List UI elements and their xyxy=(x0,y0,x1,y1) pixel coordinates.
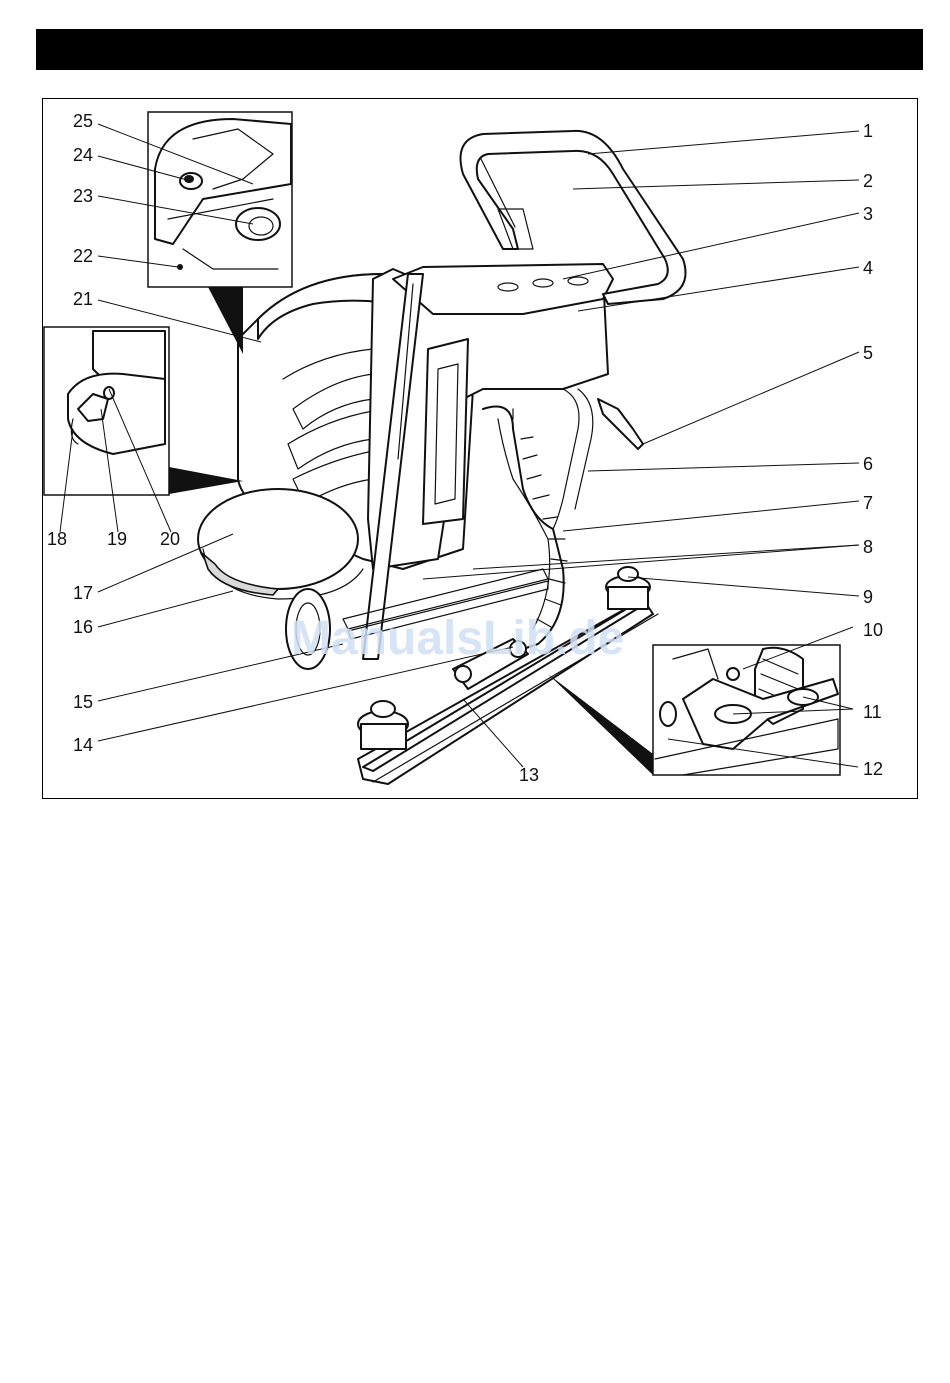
callout-6: 6 xyxy=(863,454,873,474)
callout-7: 7 xyxy=(863,493,873,513)
callout-4: 4 xyxy=(863,258,873,278)
callout-16: 16 xyxy=(73,617,93,637)
inset-detail-left xyxy=(44,327,169,495)
callout-11: 11 xyxy=(863,702,882,722)
callout-12: 12 xyxy=(863,759,883,779)
callout-19: 19 xyxy=(107,529,127,549)
machine-illustration: ManualsLib.de 1 2 3 4 5 6 7 8 9 10 11 12… xyxy=(43,99,918,799)
header-bar xyxy=(36,29,923,70)
callout-14: 14 xyxy=(73,735,93,755)
callout-25: 25 xyxy=(73,111,93,131)
callout-3: 3 xyxy=(863,204,873,224)
callout-20: 20 xyxy=(160,529,180,549)
callout-10: 10 xyxy=(863,620,883,640)
callout-13: 13 xyxy=(519,765,539,785)
inset-detail-top xyxy=(148,112,292,287)
callout-23: 23 xyxy=(73,186,93,206)
figure-frame: ManualsLib.de 1 2 3 4 5 6 7 8 9 10 11 12… xyxy=(42,98,918,799)
watermark: ManualsLib.de xyxy=(291,612,624,665)
callout-18: 18 xyxy=(47,529,67,549)
callout-1: 1 xyxy=(863,121,873,141)
callout-24: 24 xyxy=(73,145,93,165)
callout-22: 22 xyxy=(73,246,93,266)
callout-8: 8 xyxy=(863,537,873,557)
callout-17: 17 xyxy=(73,583,93,603)
inset-detail-bottom-right xyxy=(653,645,840,775)
callout-15: 15 xyxy=(73,692,93,712)
callout-9: 9 xyxy=(863,587,873,607)
callout-2: 2 xyxy=(863,171,873,191)
callout-21: 21 xyxy=(73,289,93,309)
callout-5: 5 xyxy=(863,343,873,363)
